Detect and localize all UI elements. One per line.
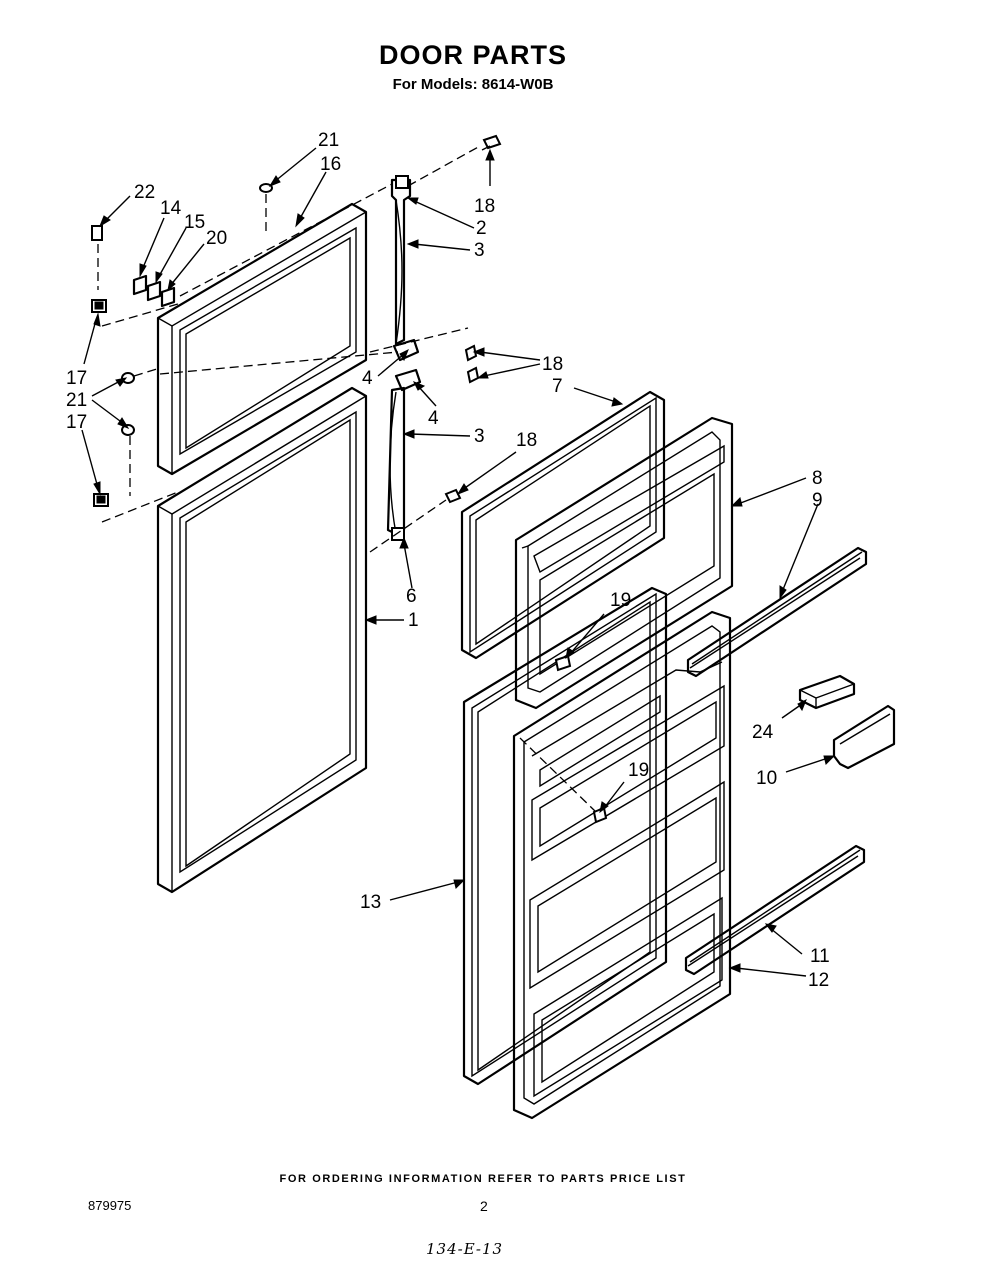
callout-11: 11 bbox=[810, 946, 830, 967]
freezer-gasket bbox=[460, 390, 666, 660]
butter-cover-24 bbox=[798, 674, 856, 710]
screw-18-top bbox=[481, 134, 502, 151]
callout-12: 12 bbox=[808, 970, 829, 991]
callout-7: 7 bbox=[552, 376, 563, 397]
upper-hinge bbox=[390, 175, 412, 346]
callout-17-bottom: 17 bbox=[66, 412, 87, 433]
clips-14-15-20 bbox=[132, 274, 176, 308]
screw-22 bbox=[91, 225, 103, 290]
fresh-food-liner bbox=[512, 610, 732, 1120]
callout-16: 16 bbox=[320, 154, 341, 175]
freezer-door-outer bbox=[156, 202, 368, 476]
callout-21-top: 21 bbox=[318, 130, 339, 151]
callout-15: 15 bbox=[184, 212, 205, 233]
hinge-bushing-17-bottom bbox=[93, 493, 109, 507]
callout-21-mid: 21 bbox=[66, 390, 87, 411]
handwritten-code: 134-E-13 bbox=[426, 1240, 504, 1258]
screw-18-lower bbox=[444, 488, 462, 504]
fresh-food-gasket bbox=[462, 586, 668, 1086]
callout-8: 8 bbox=[812, 468, 823, 489]
screw-19-top bbox=[554, 654, 572, 672]
callout-18-lower: 18 bbox=[516, 430, 537, 451]
freezer-liner bbox=[514, 416, 734, 710]
callout-10: 10 bbox=[756, 768, 777, 789]
page-title: DOOR PARTS bbox=[378, 40, 567, 70]
callout-19-top: 19 bbox=[610, 590, 631, 611]
ordering-info-note: FOR ORDERING INFORMATION REFER TO PARTS … bbox=[279, 1173, 687, 1185]
leader-lines bbox=[81, 147, 836, 977]
plug-21-top bbox=[259, 183, 273, 236]
callout-4-left: 4 bbox=[362, 368, 373, 389]
callout-2: 2 bbox=[476, 218, 487, 239]
hinge-pin-block bbox=[392, 338, 422, 392]
callout-22: 22 bbox=[134, 182, 155, 203]
model-subtitle: For Models: 8614-W0B bbox=[392, 76, 554, 93]
callout-6: 6 bbox=[406, 586, 417, 607]
callout-3-mid: 3 bbox=[474, 426, 485, 447]
fresh-food-door-outer bbox=[156, 386, 368, 894]
hinge-bushing-17-top bbox=[91, 299, 107, 313]
plug-21-mid bbox=[121, 372, 135, 496]
callout-4-right: 4 bbox=[428, 408, 439, 429]
callout-20: 20 bbox=[206, 228, 227, 249]
lower-shelf-rail bbox=[684, 844, 866, 976]
callout-17-top: 17 bbox=[66, 368, 87, 389]
callout-18-top: 18 bbox=[474, 196, 495, 217]
callout-13: 13 bbox=[360, 892, 381, 913]
callout-3-top: 3 bbox=[474, 240, 485, 261]
callout-1: 1 bbox=[408, 610, 419, 631]
document-number: 879975 bbox=[88, 1198, 132, 1213]
callout-18-mid: 18 bbox=[542, 354, 563, 375]
page-number: 2 bbox=[480, 1198, 488, 1214]
callout-24: 24 bbox=[752, 722, 774, 743]
callout-labels: 21 16 22 14 15 20 17 21 17 18 2 3 18 7 4… bbox=[66, 130, 830, 991]
callout-9: 9 bbox=[812, 490, 823, 511]
center-hinge bbox=[386, 386, 406, 541]
shelf-end-10 bbox=[832, 704, 896, 770]
callout-19-bottom: 19 bbox=[628, 760, 649, 781]
callout-14: 14 bbox=[160, 198, 182, 219]
